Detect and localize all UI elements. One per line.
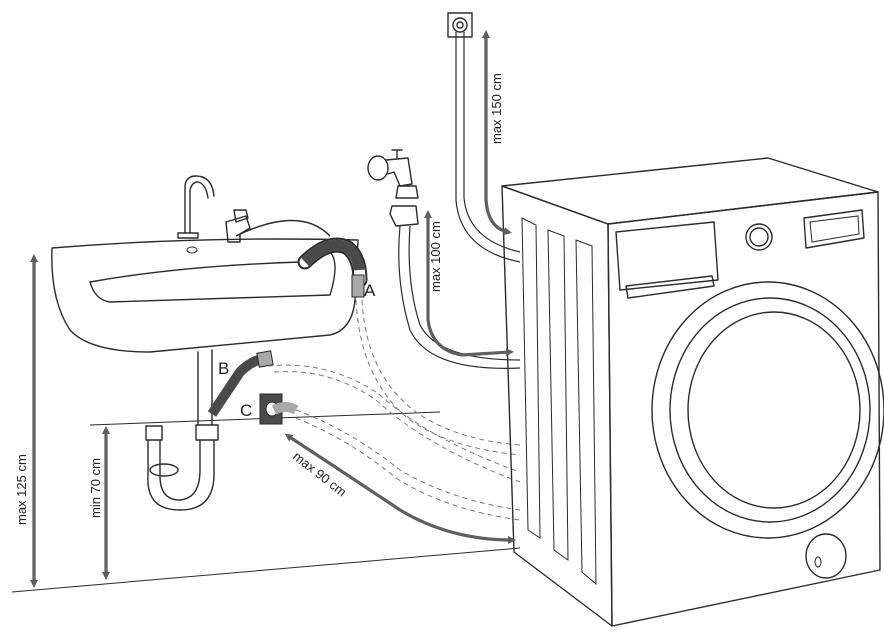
program-knob-icon — [745, 223, 773, 251]
washing-machine — [501, 157, 884, 627]
drain-hose-paths — [267, 299, 521, 521]
dim-max-100-label: max 100 cm — [428, 221, 443, 292]
dim-min-70-label: min 70 cm — [88, 458, 103, 518]
hose-b — [207, 350, 274, 417]
wall-drain-c — [259, 393, 299, 425]
outlet-b-label: B — [218, 359, 229, 378]
pump-filter-icon — [805, 533, 847, 579]
water-tap-icon — [367, 149, 419, 227]
outlet-c-label: C — [240, 401, 252, 420]
dim-max-150-label: max 150 cm — [489, 73, 504, 144]
outlet-a-label: A — [364, 281, 376, 300]
faucet-icon — [177, 175, 215, 254]
sink — [51, 175, 359, 511]
hose-a — [297, 237, 368, 298]
dim-max-125-label: max 125 cm — [14, 454, 29, 525]
dimension-arrows — [30, 30, 516, 588]
wall-socket-icon — [447, 12, 473, 38]
machine-door-icon — [651, 281, 884, 539]
sink-drain-knob-icon — [225, 209, 251, 243]
sink-trap-icon — [145, 424, 219, 511]
